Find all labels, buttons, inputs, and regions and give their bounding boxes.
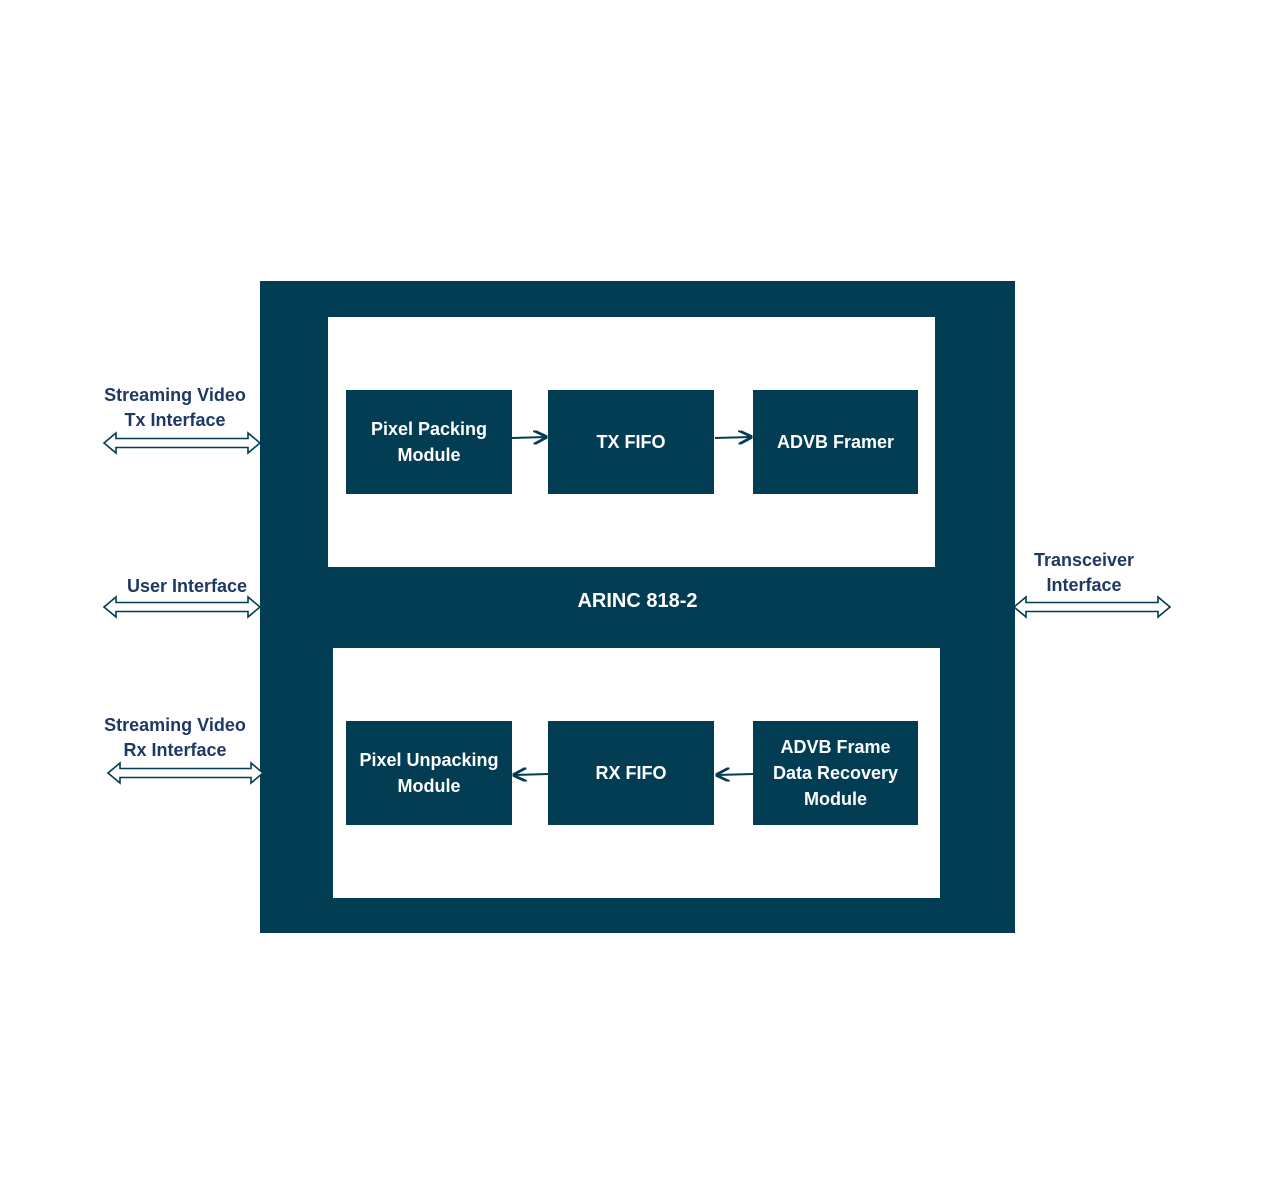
streaming-rx-double-arrow: [106, 761, 265, 785]
arrow-tx-fifo-to-advb-framer: [714, 437, 751, 438]
transceiver-double-arrow: [1012, 595, 1172, 619]
arrow-rx-fifo-to-pixel-unpacking: [514, 774, 549, 775]
transceiver-interface-label: Transceiver Interface: [1033, 550, 1135, 595]
user-interface-label: User Interface: [126, 576, 248, 596]
advb-frame-data-recovery-module: ADVB Frame Data Recovery Module: [753, 721, 918, 825]
pixel-unpacking-module: Pixel Unpacking Module: [346, 721, 512, 825]
streaming-video-tx-interface-label: Streaming Video Tx Interface: [104, 385, 246, 430]
pixel-packing-module: Pixel Packing Module: [346, 390, 512, 494]
streaming-video-rx-interface-label: Streaming Video Rx Interface: [104, 715, 246, 760]
user-interface-double-arrow: [102, 595, 262, 619]
arrow-advb-recovery-to-rx-fifo: [717, 774, 754, 775]
streaming-tx-double-arrow: [102, 431, 262, 455]
core-title: ARINC 818-2: [577, 590, 698, 612]
rx-fifo-block: RX FIFO: [548, 721, 714, 825]
tx-fifo-block: TX FIFO: [548, 390, 714, 494]
advb-framer-block: ADVB Framer: [753, 390, 918, 494]
arrow-pixel-packing-to-tx-fifo: [511, 437, 546, 438]
